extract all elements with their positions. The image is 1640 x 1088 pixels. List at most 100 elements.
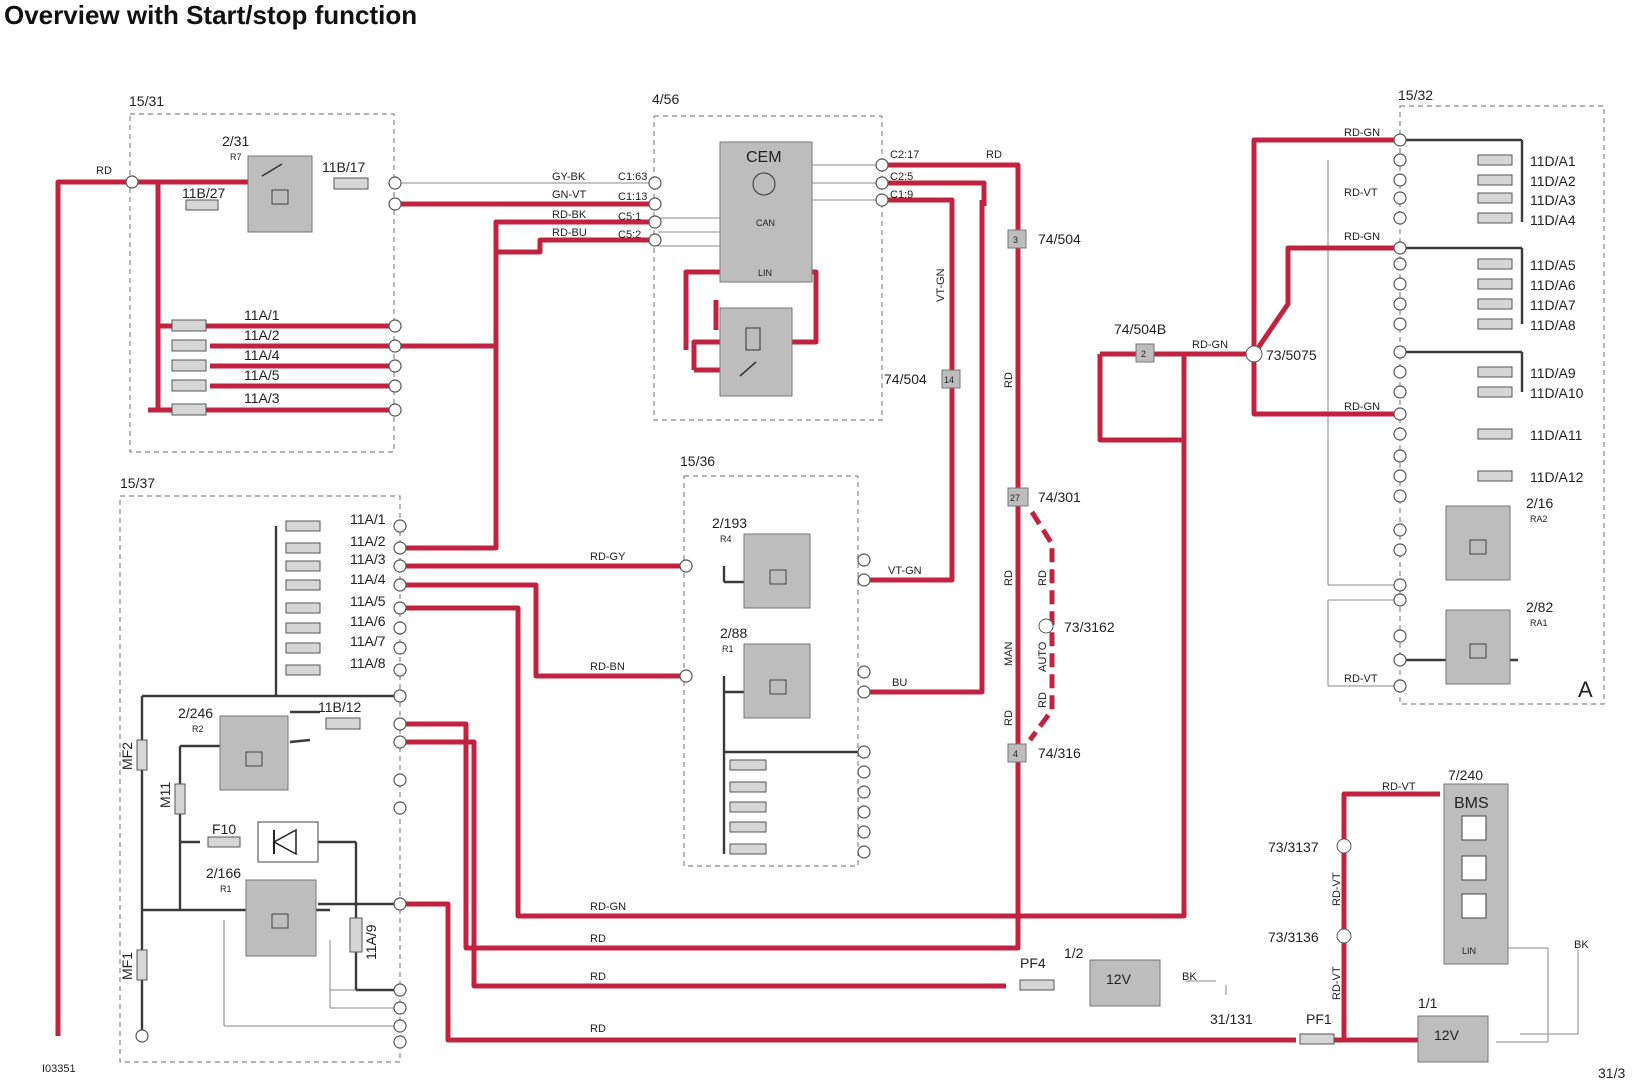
fuse-label: 11A/4 [350,571,386,587]
wire-label: RD [1037,570,1049,586]
relay-label: 2/88 [720,625,747,641]
wire-label: RD-GN [1344,127,1380,139]
wire-label: RD [986,149,1002,161]
fuse-label: 11A/7 [350,633,386,649]
fuse-m11: M11 [157,782,186,815]
fuse-label: 11A/1 [244,307,280,323]
relay-sub-label: R2 [192,724,204,734]
group-box-15-32 [1399,105,1605,705]
fuse-label: 11D/A9 [1530,365,1576,381]
connector-label: C2:5 [890,171,913,183]
pin-label: 27 [1010,493,1020,503]
pin-label: 14 [944,375,954,385]
fuse-11a9: 11A/9 [349,917,379,960]
connector-label: C2:17 [890,149,919,161]
fuse-label: 11A/5 [244,367,280,383]
fuse-label-m11: M11 [157,782,173,808]
wire-label: VT-GN [935,268,947,302]
fuse-label: 11D/A11 [1530,427,1583,443]
wire-label: RD [96,165,112,177]
fuse-label-mf2: MF2 [119,742,135,770]
wire-label: RD [590,933,606,945]
relay-2-166: 2/166 R1 [206,865,317,957]
fuse-label: 11A/8 [350,655,386,671]
fuse-label: 11A/2 [244,327,280,343]
wire-label: MAN [1003,642,1015,667]
fuses-15-36 [729,759,767,855]
fuse-label: 11A/1 [350,511,386,527]
fuse-label-mf1: MF1 [119,952,135,980]
relay-2-82: 2/82 RA1 [1445,599,1553,685]
fuse-label-f10: F10 [212,821,236,837]
group-box-4-56 [653,115,883,421]
wire-label: RD-GN [1344,401,1380,413]
fuse-label-11b12: 11B/12 [318,699,362,715]
group-label-15-37: 15/37 [120,475,155,491]
wire-label: RD [1037,692,1049,708]
battery-label: 12V [1434,1027,1460,1043]
fuse-label: 11D/A12 [1530,469,1584,485]
fuse-label-pf4: PF4 [1020,955,1046,971]
bms-id: 7/240 [1448,767,1483,783]
relay-sub-label: R1 [722,644,734,654]
group-label-15-31: 15/31 [129,93,164,109]
relay-label: 2/82 [1526,599,1553,615]
wire-label: BK [1574,939,1589,951]
wire-label: RD-VT [1331,872,1343,906]
fuse-label: 11D/A5 [1530,257,1576,273]
wire-label: RD-VT [1344,187,1378,199]
relay-2-16: 2/16 RA2 [1445,495,1553,581]
group-label-a: A [1578,677,1593,702]
connector-blocks: 3 74/504 14 74/504 27 74/301 4 74/316 73… [884,229,1352,945]
wire-label: RD [1003,372,1015,388]
thin-wiring [223,160,1579,1043]
wire-label: RD-VT [1331,966,1343,1000]
group-label-4-56: 4/56 [652,91,679,107]
connector-label-74-316: 74/316 [1038,745,1081,761]
relay-label: 2/31 [222,133,249,149]
fuse-label: 11D/A6 [1530,277,1576,293]
pin-label: 3 [1013,235,1018,245]
fuse-label-11a9: 11A/9 [363,924,379,960]
pin-label: 4 [1013,749,1018,759]
relay-2-193: 2/193 R4 [712,515,811,609]
fuse-label: 11D/A7 [1530,297,1576,313]
wire-label: RD [1003,710,1015,726]
fuse-label: 11A/5 [350,593,386,609]
cem-module: CEM CAN LIN [719,141,813,397]
relay-sub-label: RA1 [1530,618,1548,628]
wire-label: RD-GY [590,551,626,563]
battery-1-2: 12V 1/2 PF4 31/131 [1019,945,1253,1027]
fuse-label: 11A/6 [350,613,386,629]
relay-sub-label: R7 [230,152,242,162]
ground-label: 31/131 [1210,1011,1253,1027]
wire-label: RD [1003,570,1015,586]
battery-label: 12V [1106,971,1132,987]
relay-sub-label: R4 [720,534,732,544]
fuse-label: 11D/A3 [1530,192,1576,208]
connector-label: C5:1 [618,211,641,223]
battery-id: 1/2 [1064,945,1084,961]
relay-2-31: 2/31 R7 [222,133,313,233]
fuse-label: 11D/A1 [1530,153,1576,169]
battery-id: 1/1 [1418,995,1438,1011]
power-wiring [55,137,1440,1043]
wire-label: RD-GN [590,901,626,913]
relay-label: 2/193 [712,515,747,531]
battery-1-1: 12V 1/1 PF1 31/3 [1299,995,1625,1081]
connector-nodes [125,133,1407,1049]
group-label-15-32: 15/32 [1398,87,1433,103]
lin-label: LIN [758,268,772,278]
wire-label: BK [1182,971,1197,983]
connector-label-74-504: 74/504 [884,371,927,387]
wire-label: RD-BN [590,661,625,673]
group-label-15-36: 15/36 [680,453,715,469]
connector-label-73-3136: 73/3136 [1268,929,1319,945]
relay-sub-label: R1 [220,884,232,894]
wire-label: BU [892,677,907,689]
connector-label-73-3162: 73/3162 [1064,619,1115,635]
can-label: CAN [756,218,775,228]
connector-label-73-5075: 73/5075 [1266,347,1317,363]
relay-label: 2/16 [1526,495,1553,511]
fuses-15-32: 11D/A1 11D/A2 11D/A3 11D/A4 11D/A5 11D/A… [1477,153,1584,485]
